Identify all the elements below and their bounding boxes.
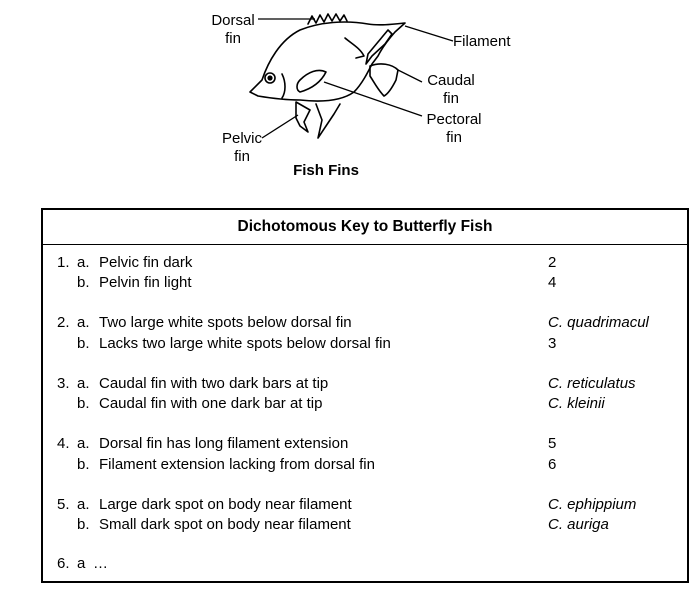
fish-drawing [249,13,454,139]
dichotomous-key-table: Dichotomous Key to Butterfly Fish 1. a. … [41,208,689,583]
key-step-3a: 3. a. Caudal fin with two dark bars at t… [57,375,636,392]
key-result: 5 [548,435,557,452]
key-result: 6 [548,456,557,473]
key-result: C. quadrimacul [548,314,649,331]
key-result: C. reticulatus [548,375,636,392]
pelvic-fin [295,101,311,133]
key-result: C. auriga [548,516,609,533]
key-step-6a: 6. a … [57,555,108,572]
caudal-fin [369,63,399,97]
key-result: C. ephippium [548,496,637,513]
figure-title: Fish Fins [293,162,359,179]
filament-leader [404,25,454,42]
filament-inner [365,29,393,65]
key-step-3b: b. Caudal fin with one dark bar at tip C… [77,395,605,412]
key-step-1a: 1. a. Pelvic fin dark 2 [57,254,557,271]
key-step-1b: b. Pelvin fin light 4 [77,274,557,291]
caudal-leader [397,69,423,83]
fish-body-outline [249,21,406,102]
fish-eye [264,72,276,84]
key-step-4a: 4. a. Dorsal fin has long filament exten… [57,435,557,452]
key-result: 2 [548,254,557,271]
dorsal-fin-spines [307,13,348,25]
key-step-5b: b. Small dark spot on body near filament… [77,516,609,533]
key-result: 3 [548,335,557,352]
key-step-4b: b. Filament extension lacking from dorsa… [77,456,557,473]
key-result: 4 [548,274,557,291]
key-step-2b: b. Lacks two large white spots below dor… [77,335,557,352]
key-step-5a: 5. a. Large dark spot on body near filam… [57,496,637,513]
filament-label: Filament [453,33,511,50]
pelvic-leader [261,114,299,139]
key-title: Dichotomous Key to Butterfly Fish [43,210,687,245]
key-result: C. kleinii [548,395,605,412]
pectoral-fin [296,69,327,93]
pectoral-leader [323,81,423,117]
key-step-2a: 2. a. Two large white spots below dorsal… [57,314,649,331]
